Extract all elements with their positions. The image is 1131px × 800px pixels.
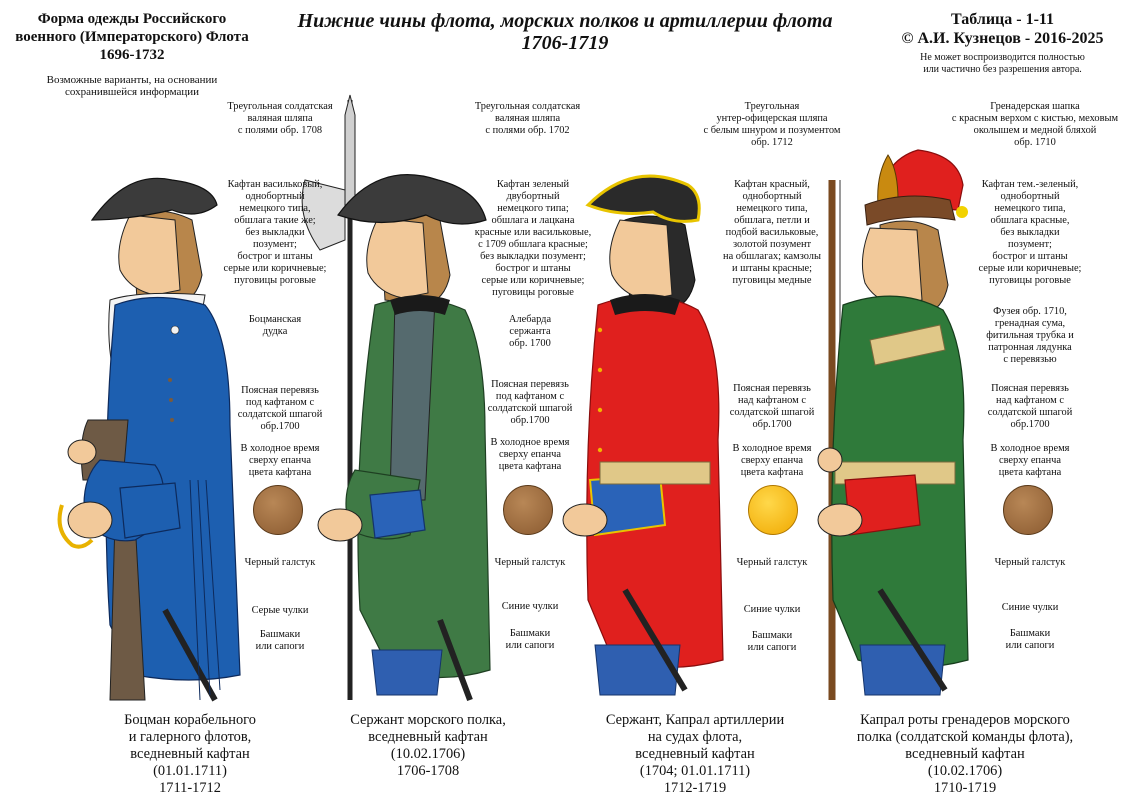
- header-left-title: Форма одежды Российского военного (Импер…: [15, 11, 249, 63]
- fig1-stockings-note: Серые чулки: [251, 605, 309, 616]
- figure-3-artillery-sergeant: [562, 174, 724, 696]
- button-swatch-4: [1003, 485, 1053, 535]
- header-left-note: Возможные варианты, на основании сохрани…: [46, 74, 218, 98]
- fig2-tie-note: Черный галстук: [494, 557, 566, 568]
- fig2-item-note: Алебарда сержанта обр. 1700: [508, 314, 552, 349]
- fig2-coat-note: Кафтан зеленый двубортный немецкого типа…: [474, 179, 592, 298]
- fig2-caption: Сержант морского полка, вседневный кафта…: [350, 712, 506, 779]
- header-right: Таблица - 1-11 © А.И. Кузнецов - 2016-20…: [880, 10, 1125, 76]
- fig3-tie-note: Черный галстук: [736, 557, 808, 568]
- fig3-hat-note: Треугольная унтер-офицерская шляпа с бел…: [703, 101, 841, 148]
- page-title: Нижние чины флота, морских полков и арти…: [297, 10, 833, 54]
- figure-1-boatswain: [57, 177, 241, 702]
- fig3-stockings-note: Синие чулки: [743, 604, 801, 615]
- figure-2-sergeant: [301, 94, 491, 702]
- button-swatch-2: [503, 485, 553, 535]
- fig3-coat-note: Кафтан красный, однобортный немецкого ти…: [723, 179, 821, 286]
- fig2-shoes-note: Башмаки или сапоги: [505, 628, 555, 651]
- fig3-shoes-note: Башмаки или сапоги: [747, 630, 797, 653]
- tricorne-hat-icon: [90, 177, 218, 221]
- fig1-cold-note: В холодное время сверху епанча цвета каф…: [240, 443, 320, 478]
- copyright-note: Не может воспроизводится полностью или ч…: [920, 52, 1085, 75]
- fig1-caption: Боцман корабельного и галерного флотов, …: [124, 712, 256, 796]
- fig1-belt-note: Поясная перевязь под кафтаном с солдатск…: [237, 385, 323, 432]
- button-swatch-3: [748, 485, 798, 535]
- fig1-coat-note: Кафтан васильковый, однобортный немецког…: [223, 179, 327, 286]
- fig1-hat-note: Треугольная солдатская валяная шляпа с п…: [227, 101, 333, 136]
- fig4-item-note: Фузея обр. 1710, гренадная сума, фитильн…: [986, 306, 1074, 365]
- header-left: Форма одежды Российского военного (Импер…: [8, 10, 256, 98]
- header-center: Нижние чины флота, морских полков и арти…: [270, 10, 860, 54]
- fig2-stockings-note: Синие чулки: [501, 601, 559, 612]
- fig3-cold-note: В холодное время сверху епанча цвета каф…: [732, 443, 812, 478]
- fig3-belt-note: Поясная перевязь над кафтаном с солдатск…: [729, 383, 815, 430]
- fig2-belt-note: Поясная перевязь под кафтаном с солдатск…: [487, 379, 573, 426]
- table-number: Таблица - 1-11 © А.И. Кузнецов - 2016-20…: [901, 11, 1104, 47]
- fig4-coat-note: Кафтан тем.-зеленый, однобортный немецко…: [978, 179, 1082, 286]
- fig1-shoes-note: Башмаки или сапоги: [255, 629, 305, 652]
- fig2-hat-note: Треугольная солдатская валяная шляпа с п…: [474, 101, 581, 136]
- fig3-caption: Сержант, Капрал артиллерии на судах флот…: [605, 712, 785, 796]
- tricorne-hat-icon: [585, 174, 701, 223]
- tricorne-hat-icon: [337, 174, 487, 225]
- fig4-cold-note: В холодное время сверху епанча цвета каф…: [990, 443, 1070, 478]
- fig4-belt-note: Поясная перевязь над кафтаном с солдатск…: [987, 383, 1073, 430]
- fig4-shoes-note: Башмаки или сапоги: [1005, 628, 1055, 651]
- fig2-cold-note: В холодное время сверху епанча цвета каф…: [490, 437, 570, 472]
- fig1-item-note: Боцманская дудка: [248, 314, 302, 337]
- fig1-tie-note: Черный галстук: [244, 557, 316, 568]
- fig4-hat-note: Гренадерская шапка с красным верхом с ки…: [951, 101, 1119, 148]
- fig4-stockings-note: Синие чулки: [1001, 602, 1059, 613]
- fig4-caption: Капрал роты гренадеров морского полка (с…: [856, 712, 1074, 796]
- button-swatch-1: [253, 485, 303, 535]
- fig4-tie-note: Черный галстук: [994, 557, 1066, 568]
- figure-4-grenadier-corporal: [817, 149, 969, 700]
